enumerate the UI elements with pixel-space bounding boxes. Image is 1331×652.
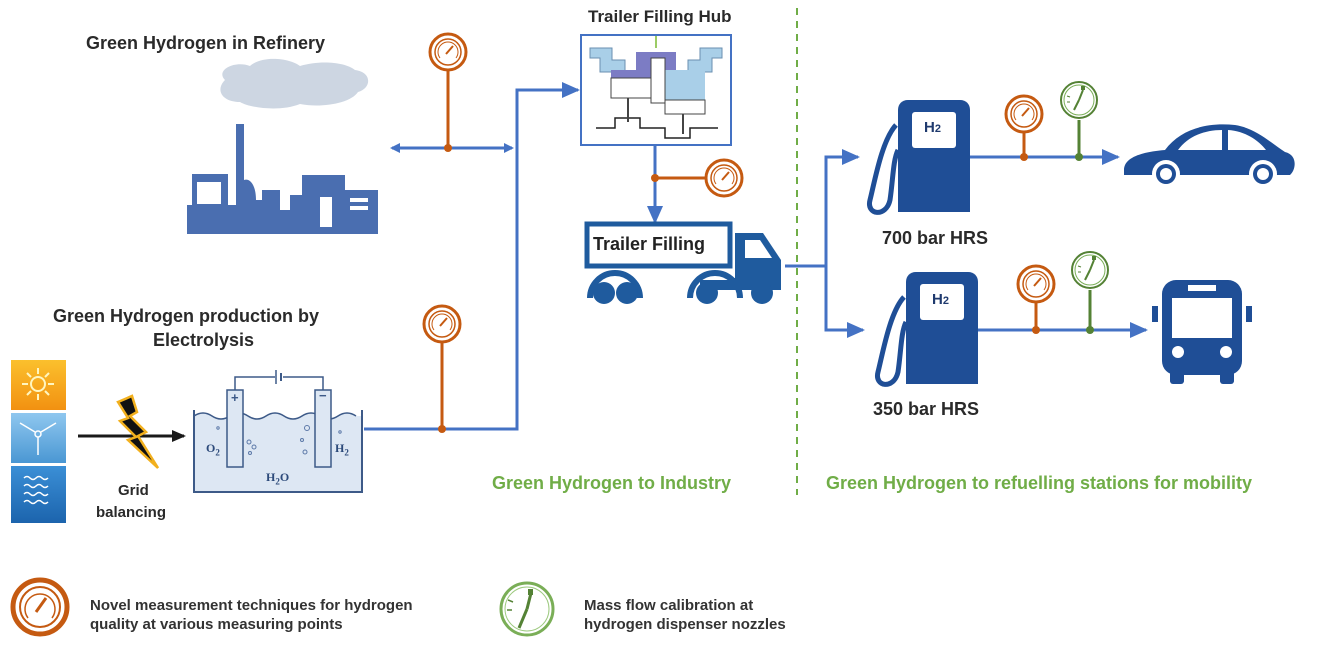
truck-icon xyxy=(584,221,781,304)
water-waves-icon xyxy=(11,466,66,523)
legend-quality-text: Novel measurement techniques for hydroge… xyxy=(90,596,413,634)
grid-label-line2: balancing xyxy=(96,504,167,521)
quality-gauge-hub xyxy=(651,158,744,198)
dispenser-700-h: H xyxy=(924,119,935,136)
production-flow-line xyxy=(364,82,580,431)
legend-mass-flow-line2: hydrogen dispenser nozzles xyxy=(584,616,786,633)
legend-mass-flow-line1: Mass flow calibration at xyxy=(584,597,754,614)
quality-gauge-350 xyxy=(1016,264,1056,334)
grid-label-line1: Grid xyxy=(118,482,149,499)
dispenser-350-h2-label: H2 xyxy=(932,291,949,308)
lightning-icon xyxy=(116,394,160,469)
bus-icon xyxy=(1152,280,1252,384)
dispenser-350-icon xyxy=(875,272,978,387)
dispenser-350-sub: 2 xyxy=(942,295,949,307)
station-700-label: 700 bar HRS xyxy=(882,228,989,248)
legend-quality-line2: quality at various measuring points xyxy=(90,616,343,633)
water-h: H xyxy=(266,470,276,484)
legend-mass-flow-text: Mass flow calibration at hydrogen dispen… xyxy=(584,596,786,634)
cathode-minus: − xyxy=(319,388,327,403)
mass-flow-gauge-350 xyxy=(1071,251,1109,334)
distribution-flow xyxy=(785,149,865,338)
quality-gauge-700 xyxy=(1004,94,1044,161)
water-o: O xyxy=(279,470,290,484)
legend-quality-line1: Novel measurement techniques for hydroge… xyxy=(90,597,413,614)
wind-turbine-icon xyxy=(11,413,66,463)
station-350-label: 350 bar HRS xyxy=(873,399,980,419)
hydrogen-symbol: H xyxy=(335,441,345,455)
water-label: H2O xyxy=(266,470,289,486)
mass-flow-gauge-700 xyxy=(1060,81,1098,161)
section-mobility-label: Green Hydrogen to refuelling stations fo… xyxy=(826,473,1253,493)
electrolysis-title-line1: Green Hydrogen production by xyxy=(53,306,320,326)
dispenser-700-h2-label: H2 xyxy=(924,119,941,136)
oxygen-symbol: O xyxy=(206,441,216,455)
anode-plus: + xyxy=(231,390,239,405)
refinery-factory-icon xyxy=(187,58,378,234)
electrolysis-title-line2: Electrolysis xyxy=(153,330,255,350)
quality-gauge-refinery xyxy=(428,32,468,152)
oxygen-label: O2 xyxy=(206,441,220,457)
legend-quality-gauge-icon xyxy=(10,577,70,637)
quality-gauge-production xyxy=(422,304,462,433)
electrolyzer-icon xyxy=(193,370,363,493)
refinery-title: Green Hydrogen in Refinery xyxy=(86,33,326,53)
section-industry-label: Green Hydrogen to Industry xyxy=(492,473,732,493)
hub-title: Trailer Filling Hub xyxy=(588,7,732,26)
renewable-sources xyxy=(11,360,66,523)
car-icon xyxy=(1124,124,1295,188)
dispenser-700-icon xyxy=(867,100,970,215)
hydrogen-subscript: 2 xyxy=(344,447,349,458)
dispenser-700-sub: 2 xyxy=(934,123,941,135)
sun-icon xyxy=(11,360,66,410)
dispenser-350-h: H xyxy=(932,291,943,308)
legend-mass-flow-icon xyxy=(499,581,555,637)
compressor-hub-icon xyxy=(580,34,732,146)
hydrogen-label: H2 xyxy=(335,441,349,457)
oxygen-subscript: 2 xyxy=(215,447,220,458)
trailer-filling-label: Trailer Filling xyxy=(593,234,706,254)
water-subscript: 2 xyxy=(275,476,280,487)
